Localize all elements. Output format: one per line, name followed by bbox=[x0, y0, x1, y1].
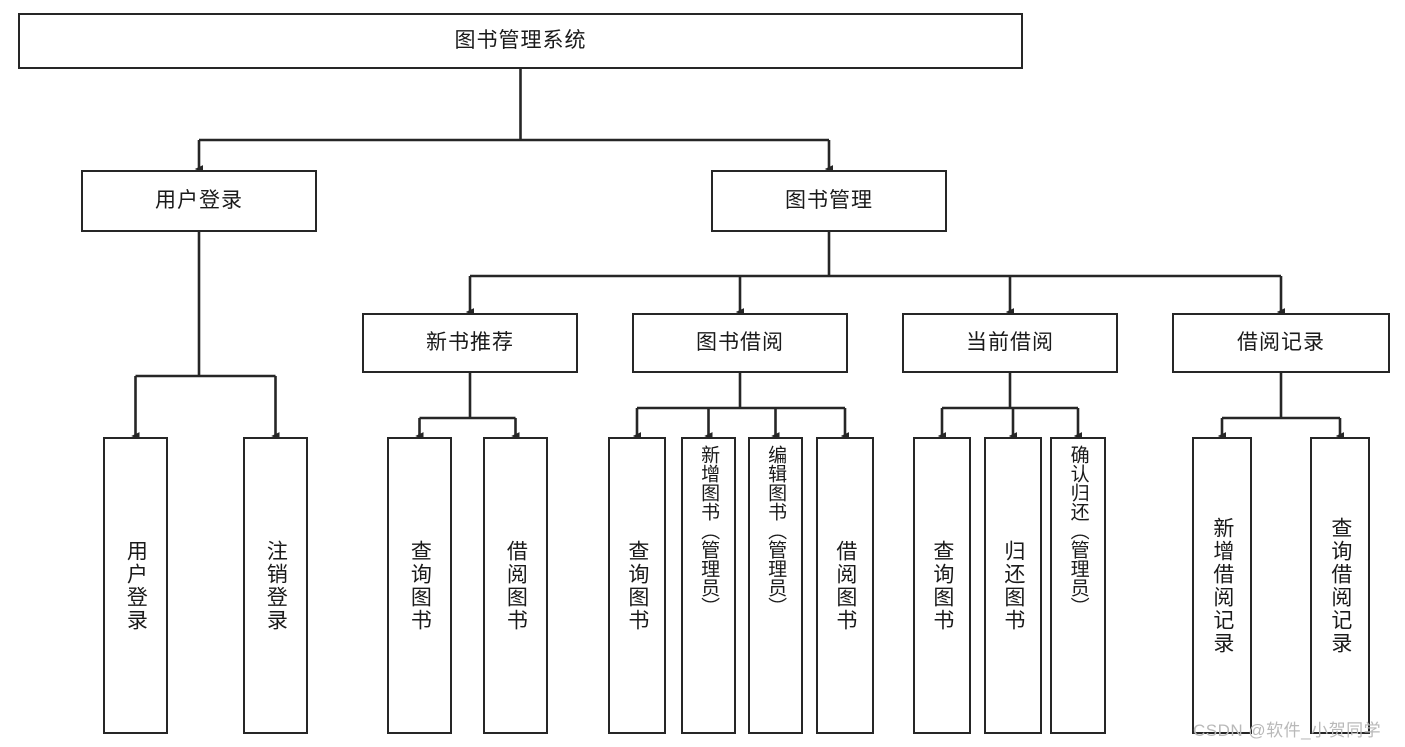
node-label: 查询图书 bbox=[930, 539, 954, 632]
node-leaf-query-borrow-record[interactable]: 查询借阅记录 bbox=[1310, 437, 1370, 734]
node-label: 图书管理系统 bbox=[454, 28, 587, 52]
watermark: CSDN @软件_小贺同学 bbox=[1193, 721, 1382, 740]
node-leaf-return-book[interactable]: 归还图书 bbox=[984, 437, 1042, 734]
node-label: 新书推荐 bbox=[426, 330, 514, 354]
node-borrowing-records[interactable]: 借阅记录 bbox=[1172, 313, 1390, 373]
node-current-borrowing[interactable]: 当前借阅 bbox=[902, 313, 1118, 373]
node-label: 用户登录 bbox=[155, 188, 243, 212]
node-label: 借阅图书 bbox=[504, 539, 528, 632]
node-book-management[interactable]: 图书管理 bbox=[711, 170, 947, 232]
node-leaf-add-book-admin[interactable]: 新增图书（管理员） bbox=[681, 437, 736, 734]
node-label: 借阅记录 bbox=[1237, 330, 1325, 354]
node-label: 用户登录 bbox=[124, 539, 148, 632]
node-label: 图书管理 bbox=[785, 188, 873, 212]
node-label: 查询图书 bbox=[625, 539, 649, 632]
node-label: 新增借阅记录 bbox=[1210, 516, 1234, 655]
node-leaf-add-borrow-record[interactable]: 新增借阅记录 bbox=[1192, 437, 1252, 734]
node-label: 归还图书 bbox=[1001, 539, 1025, 632]
node-leaf-edit-book-admin[interactable]: 编辑图书（管理员） bbox=[748, 437, 803, 734]
node-root[interactable]: 图书管理系统 bbox=[18, 13, 1023, 69]
node-label: 确认归还（管理员） bbox=[1067, 445, 1089, 616]
node-leaf-user-login[interactable]: 用户登录 bbox=[103, 437, 168, 734]
node-label: 查询借阅记录 bbox=[1328, 516, 1352, 655]
node-user-login[interactable]: 用户登录 bbox=[81, 170, 317, 232]
node-label: 图书借阅 bbox=[696, 330, 784, 354]
node-label: 注销登录 bbox=[264, 539, 288, 632]
node-leaf-confirm-return-admin[interactable]: 确认归还（管理员） bbox=[1050, 437, 1106, 734]
node-new-book-recommendation[interactable]: 新书推荐 bbox=[362, 313, 578, 373]
node-label: 查询图书 bbox=[408, 539, 432, 632]
node-label: 新增图书（管理员） bbox=[698, 445, 720, 616]
node-label: 当前借阅 bbox=[966, 330, 1054, 354]
node-leaf-borrow-book[interactable]: 借阅图书 bbox=[816, 437, 874, 734]
node-book-borrowing[interactable]: 图书借阅 bbox=[632, 313, 848, 373]
node-leaf-borrow-books-recommendation[interactable]: 借阅图书 bbox=[483, 437, 548, 734]
node-leaf-query-books-recommendation[interactable]: 查询图书 bbox=[387, 437, 452, 734]
node-leaf-query-books-current[interactable]: 查询图书 bbox=[913, 437, 971, 734]
node-leaf-query-books-borrowing[interactable]: 查询图书 bbox=[608, 437, 666, 734]
node-label: 编辑图书（管理员） bbox=[765, 445, 787, 616]
node-leaf-logout[interactable]: 注销登录 bbox=[243, 437, 308, 734]
node-label: 借阅图书 bbox=[833, 539, 857, 632]
